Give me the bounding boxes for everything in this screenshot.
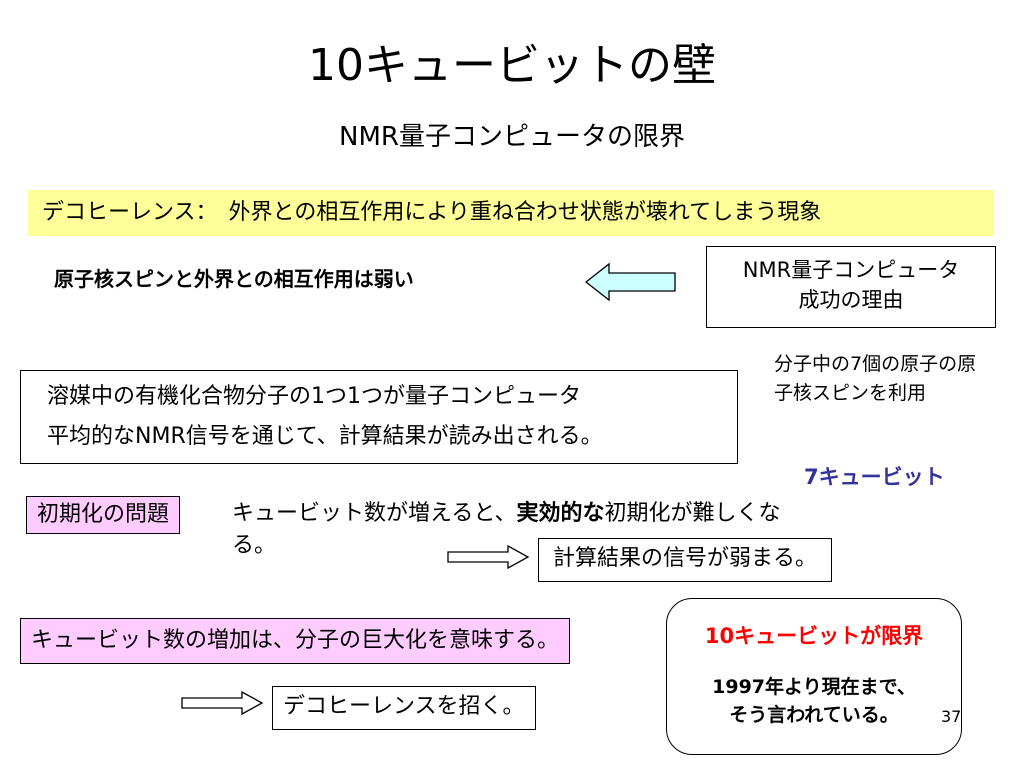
weak-signal-box: 計算結果の信号が弱まる。 xyxy=(538,538,833,582)
init-desc-bold: 実効的な xyxy=(516,501,605,526)
solvent-line2: 平均的なNMR信号を通じて、計算結果が読み出される。 xyxy=(47,424,603,449)
arrow-right-icon xyxy=(447,544,530,570)
decoherence-definition: デコヒーレンス： 外界との相互作用により重ね合わせ状態が壊れてしまう現象 xyxy=(28,190,994,236)
arrow-right-icon xyxy=(181,690,264,716)
success-reason-box: NMR量子コンピュータ 成功の理由 xyxy=(706,246,996,328)
slide-title: 10キュービットの壁 xyxy=(308,40,716,91)
slide-subtitle: NMR量子コンピュータの限界 xyxy=(339,122,685,152)
success-reason-line1: NMR量子コンピュータ xyxy=(742,258,960,282)
init-desc-pre: キュービット数が増えると、 xyxy=(232,501,517,526)
arrow-left-icon xyxy=(584,262,676,302)
init-desc-post: 初期化が難しくなる。 xyxy=(232,501,781,558)
invites-decoherence-box: デコヒーレンスを招く。 xyxy=(272,686,536,730)
initialization-description: キュービット数が増えると、実効的な初期化が難しくなる。 xyxy=(232,498,812,562)
solvent-molecule-box: 溶媒中の有機化合物分子の1つ1つが量子コンピュータ 平均的なNMR信号を通じて、… xyxy=(20,370,738,464)
limit-title: 10キュービットが限界 xyxy=(704,624,924,648)
seven-qubit-label: 7キュービット xyxy=(804,465,945,489)
success-reason-line2: 成功の理由 xyxy=(798,288,904,312)
solvent-line1: 溶媒中の有機化合物分子の1つ1つが量子コンピュータ xyxy=(47,384,581,409)
nuclear-spin-weak-interaction: 原子核スピンと外界との相互作用は弱い xyxy=(54,267,414,291)
limit-line2: そう言われている。 xyxy=(729,704,899,726)
ten-qubit-limit-box: 10キュービットが限界 1997年より現在まで、 そう言われている。 xyxy=(666,598,962,755)
qubit-increase-label: キュービット数の増加は、分子の巨大化を意味する。 xyxy=(20,618,571,664)
seven-atoms-note: 分子中の7個の原子の原子核スピンを利用 xyxy=(774,353,977,404)
limit-line1: 1997年より現在まで、 xyxy=(712,676,916,698)
initialization-problem-label: 初期化の問題 xyxy=(26,496,181,534)
page-number: 37 xyxy=(941,707,962,726)
